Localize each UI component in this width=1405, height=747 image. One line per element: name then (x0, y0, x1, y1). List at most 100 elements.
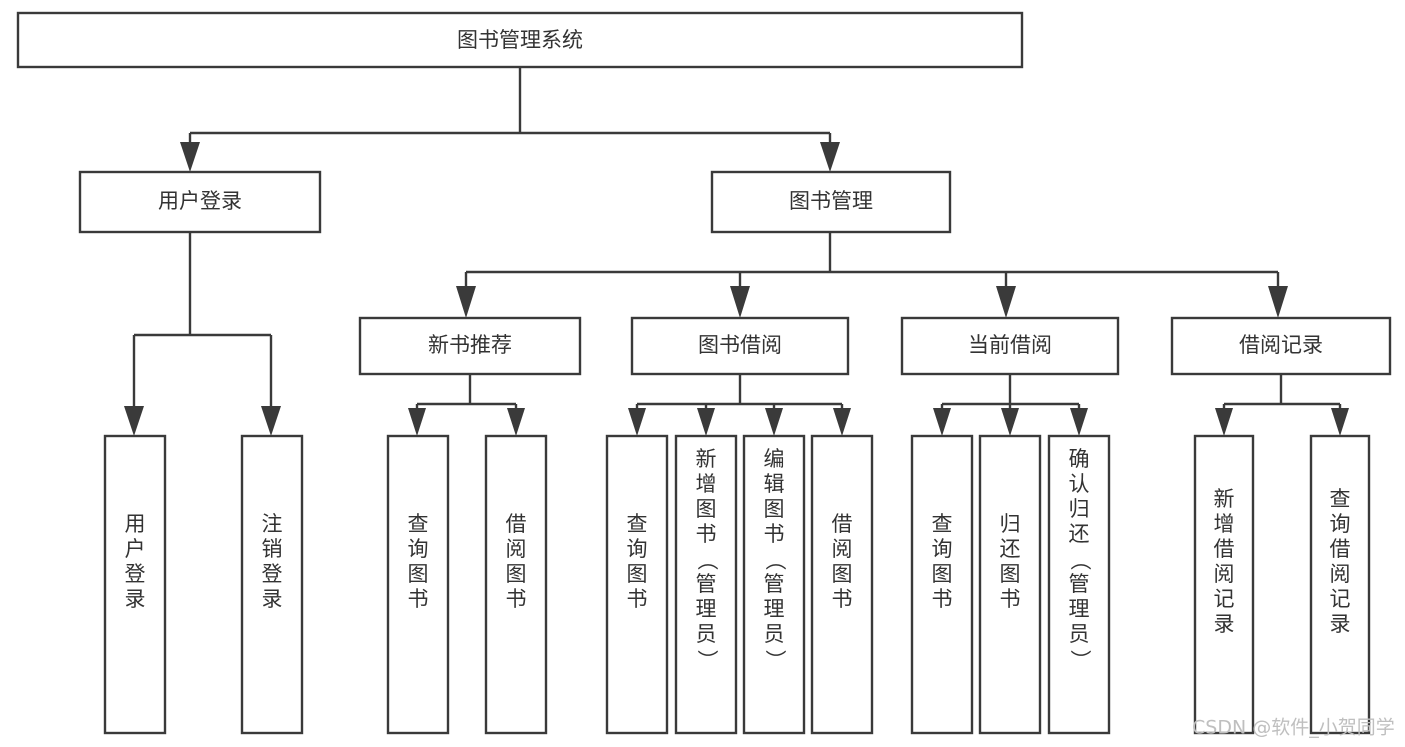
leaf-label-char: （ (763, 550, 787, 571)
node-leaf-user-login[interactable]: 用户登录 (103, 434, 167, 735)
csdn-watermark: CSDN @软件_小贺同学 (1192, 717, 1395, 739)
leaf-label-char: （ (695, 550, 719, 571)
leaf-label-char: 还 (1069, 522, 1090, 546)
node-root[interactable]: 图书管理系统 (16, 11, 1024, 69)
leaf-label-char: 登 (125, 562, 146, 586)
leaf-label-char: （ (1068, 550, 1092, 571)
leaf-label-char: 图 (696, 497, 717, 521)
leaf-label-char: 图 (627, 562, 648, 586)
leaf-label-char: 询 (932, 537, 953, 561)
leaf-label-char: 查 (1330, 487, 1351, 511)
node-user-login-box[interactable] (78, 170, 322, 234)
node-user-login-label: 用户登录 (158, 189, 242, 213)
leaf-label-char: 查 (932, 512, 953, 536)
leaf-label-char: 编 (764, 447, 785, 471)
leaf-label-char: 管 (764, 572, 785, 596)
leaf-label-char: 员 (696, 622, 717, 646)
node-current-borrow-label: 当前借阅 (968, 333, 1052, 357)
arrow-head-leaf-query-record (1331, 408, 1349, 436)
leaf-label-char: 借 (1214, 537, 1235, 561)
leaf-label-char: 确 (1069, 447, 1090, 471)
arrow-head-leaf-user-login (124, 406, 144, 436)
leaf-label-char: 图 (764, 497, 785, 521)
arrow-head-leaf-query-book-3 (933, 408, 951, 436)
node-book-borrow-label: 图书借阅 (698, 333, 782, 357)
node-leaf-user-login-box[interactable] (103, 434, 167, 735)
leaf-label-char: 询 (627, 537, 648, 561)
node-current-borrow-box[interactable] (900, 316, 1120, 376)
node-leaf-borrow-book-1-box[interactable] (484, 434, 548, 735)
arrow-head-leaf-return-book (1001, 408, 1019, 436)
leaf-label-char: 书 (832, 587, 853, 611)
leaf-label-char: 用 (125, 512, 146, 536)
leaf-label-char: 阅 (832, 537, 853, 561)
node-leaf-logout-box[interactable] (240, 434, 304, 735)
arrow-head-leaf-add-book (697, 408, 715, 436)
node-leaf-query-record-box[interactable] (1309, 434, 1371, 735)
leaf-label-char: 录 (1330, 612, 1351, 636)
leaf-label-char: 归 (1069, 497, 1090, 521)
leaf-label-char: 书 (506, 587, 527, 611)
node-leaf-borrow-book-2-box[interactable] (810, 434, 874, 735)
node-leaf-confirm-return-box[interactable] (1047, 434, 1111, 735)
node-leaf-add-book-box[interactable] (674, 434, 738, 735)
leaf-label-char: 阅 (506, 537, 527, 561)
node-leaf-query-book-3-box[interactable] (910, 434, 974, 735)
node-book-manage-box[interactable] (710, 170, 952, 234)
leaf-label-char: 理 (764, 597, 785, 621)
node-leaf-add-record-box[interactable] (1193, 434, 1255, 735)
leaf-label-char: 查 (408, 512, 429, 536)
arrow-head-leaf-borrow-book-2 (833, 408, 851, 436)
leaf-label-char: 认 (1069, 472, 1090, 496)
node-leaf-query-book-2-box[interactable] (605, 434, 669, 735)
node-root-label: 图书管理系统 (457, 28, 583, 52)
node-book-borrow[interactable]: 图书借阅 (630, 316, 850, 376)
leaf-label-char: 注 (262, 512, 283, 536)
node-book-manage[interactable]: 图书管理 (710, 170, 952, 234)
leaf-label-char: 员 (764, 622, 785, 646)
node-borrow-record-box[interactable] (1170, 316, 1392, 376)
node-book-borrow-box[interactable] (630, 316, 850, 376)
leaf-label-char: 图 (932, 562, 953, 586)
node-new-book-rec-box[interactable] (358, 316, 582, 376)
leaf-label-char: 记 (1214, 587, 1235, 611)
leaf-label-char: 书 (932, 587, 953, 611)
leaf-label-char: 借 (1330, 537, 1351, 561)
arrow-head-leaf-query-book-1 (408, 408, 426, 436)
arrow-head-user-login (180, 142, 200, 172)
leaf-label-char: 书 (408, 587, 429, 611)
node-user-login[interactable]: 用户登录 (78, 170, 322, 234)
node-leaf-user-login-label: 用户登录 (125, 512, 146, 611)
leaf-label-char: 增 (696, 472, 717, 496)
node-borrow-record[interactable]: 借阅记录 (1170, 316, 1392, 376)
leaf-label-char: 查 (627, 512, 648, 536)
node-borrow-record-label: 借阅记录 (1239, 333, 1323, 357)
leaf-label-char: 管 (1069, 572, 1090, 596)
leaf-label-char: 新 (696, 447, 717, 471)
node-root-box[interactable] (16, 11, 1024, 69)
node-leaf-edit-book-box[interactable] (742, 434, 806, 735)
node-current-borrow[interactable]: 当前借阅 (900, 316, 1120, 376)
node-leaf-return-book-box[interactable] (978, 434, 1042, 735)
node-new-book-rec[interactable]: 新书推荐 (358, 316, 582, 376)
node-leaf-query-book-1-box[interactable] (386, 434, 450, 735)
arrow-head-book-borrow (730, 286, 750, 318)
